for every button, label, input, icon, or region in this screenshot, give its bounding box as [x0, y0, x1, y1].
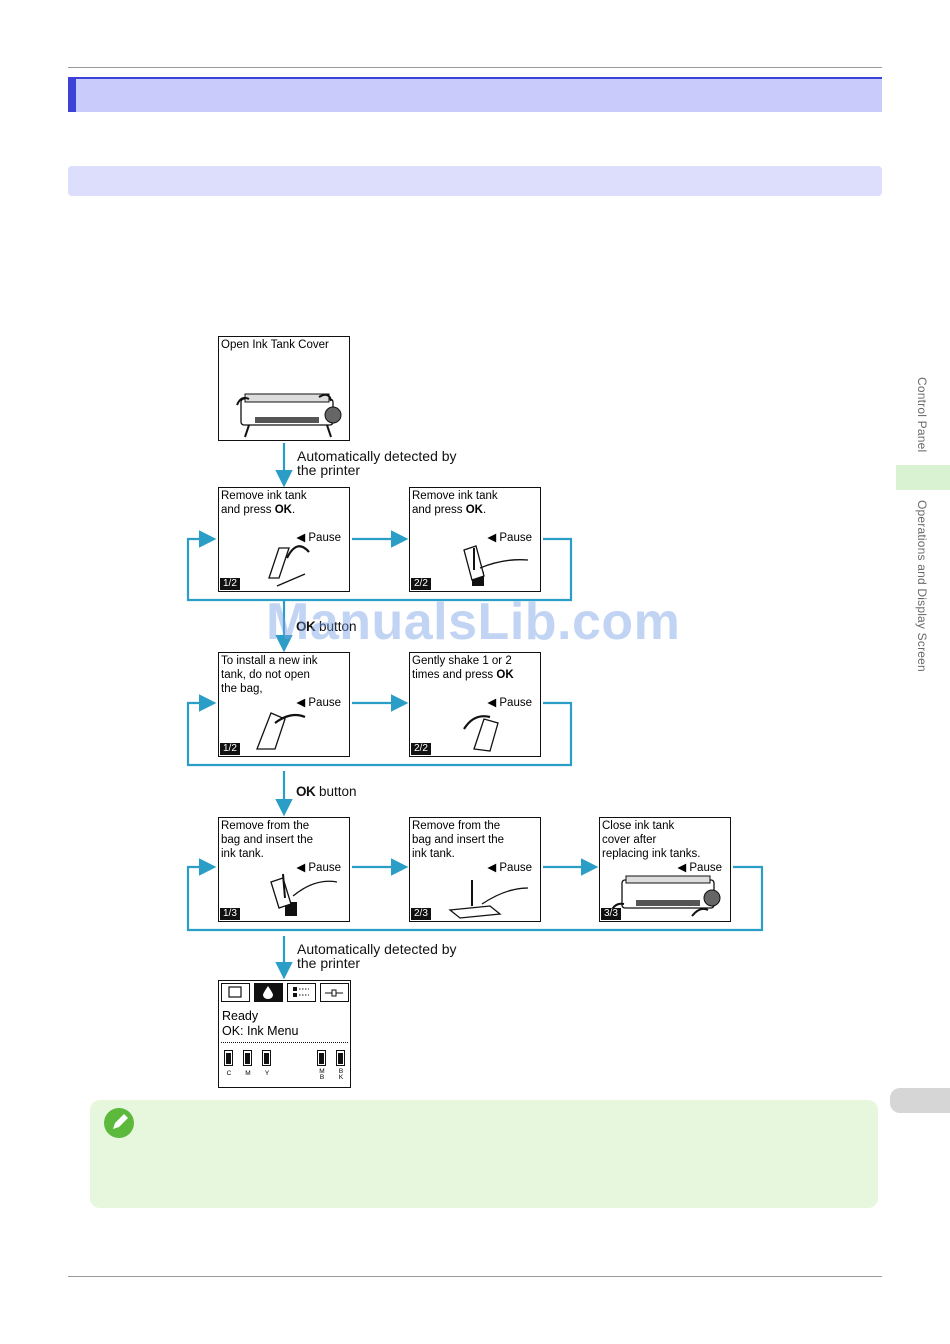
pause-label: ◀ Pause [296, 532, 341, 544]
ink-label-y: Y [264, 1070, 270, 1077]
dotted-divider [221, 1042, 348, 1043]
ok-text: OK [296, 619, 316, 634]
top-rule [68, 67, 882, 68]
screen-remove-tank-1: Remove ink tank and press OK. ◀ Pause 1/… [218, 487, 350, 592]
screen-close-cover-3: Close ink tank cover after replacing ink… [599, 817, 731, 922]
job-tab[interactable] [287, 983, 316, 1002]
printer-illustration [609, 875, 721, 917]
printer-illustration [236, 393, 342, 438]
screen-shake-2: Gently shake 1 or 2 times and press OK ◀… [409, 652, 541, 757]
ink-tab[interactable] [254, 983, 283, 1002]
ink-label-bk: B K [338, 1068, 344, 1081]
screen-text-main: Gently shake 1 or 2 times and press [412, 655, 512, 681]
pause-label: ◀ Pause [296, 862, 341, 874]
ink-level-y [262, 1050, 271, 1066]
ink-label-c: C [226, 1070, 232, 1077]
ink-level-bk [336, 1050, 345, 1066]
insert-illustration [448, 880, 529, 919]
screen-insert-tank-1: Remove from the bag and insert the ink t… [218, 817, 350, 922]
screen-text-tail: . [482, 504, 487, 516]
auto-detect-label: Automatically detected by the printer [297, 448, 457, 478]
page-indicator: 1/2 [220, 578, 240, 590]
page-indicator: 2/2 [411, 578, 431, 590]
ink-level-c [224, 1050, 233, 1066]
screen-text: Remove ink tank and press OK. [412, 489, 498, 517]
side-tab-control-panel[interactable]: Control Panel [915, 377, 929, 453]
shake-illustration [463, 715, 499, 752]
ok-text: OK [296, 784, 316, 799]
settings-tab[interactable] [320, 983, 349, 1002]
screen-insert-tank-2: Remove from the bag and insert the ink t… [409, 817, 541, 922]
pause-label: ◀ Pause [296, 697, 341, 709]
note-pencil-icon [104, 1108, 134, 1138]
paper-tab[interactable] [221, 983, 250, 1002]
pause-label: ◀ Pause [487, 532, 532, 544]
screen-text: Remove from the bag and insert the ink t… [412, 820, 505, 860]
status-ok-menu: OK: Ink Menu [222, 1024, 299, 1038]
page-indicator: 3/3 [601, 908, 621, 920]
side-tab-index[interactable] [890, 1088, 950, 1113]
screen-text-bold: OK [274, 504, 292, 516]
paper-icon [228, 986, 242, 998]
screen-text-main: Remove ink tank and press [412, 490, 498, 516]
subsection-heading-bar [68, 166, 882, 196]
ok-button-label: OK button [296, 784, 357, 799]
side-tab-active-marker [896, 465, 950, 490]
screen-install-new-1: To install a new ink tank, do not open t… [218, 652, 350, 757]
bottom-rule [68, 1276, 882, 1277]
screen-open-cover: Open Ink Tank Cover [218, 336, 350, 441]
status-ready: Ready [222, 1009, 259, 1023]
page-indicator: 2/2 [411, 743, 431, 755]
screen-text-main: Remove ink tank and press [221, 490, 307, 516]
screen-remove-tank-2: Remove ink tank and press OK. ◀ Pause 2/… [409, 487, 541, 592]
ok-button-label: OK button [296, 619, 357, 634]
button-text: button [315, 784, 357, 799]
section-heading-bar [68, 77, 882, 112]
watermark: ManualsLib.com [266, 593, 681, 651]
settings-icon [325, 989, 343, 997]
tank-remove-illustration [268, 545, 310, 587]
screen-text: Close ink tank cover after replacing ink… [602, 820, 701, 860]
ink-label-m: M [245, 1070, 251, 1077]
screen-text: Remove ink tank and press OK. [221, 489, 307, 517]
screen-text-bold: OK [465, 504, 483, 516]
screen-text: Remove from the bag and insert the ink t… [221, 820, 314, 860]
heading-accent [68, 79, 76, 112]
auto-detect-label: Automatically detected by the printer [297, 941, 457, 971]
ink-level-mbk [317, 1050, 326, 1066]
job-list-icon [293, 987, 309, 997]
bag-illustration [256, 712, 306, 750]
pause-label: ◀ Pause [487, 862, 532, 874]
screen-text: Gently shake 1 or 2 times and press OK [412, 654, 514, 682]
screen-text-bold: OK [496, 669, 514, 681]
side-tab-operations[interactable]: Operations and Display Screen [915, 500, 929, 672]
screen-ready: Ready OK: Ink Menu C M Y M B B K [218, 980, 351, 1088]
pause-label: ◀ Pause [487, 697, 532, 709]
screen-text: To install a new ink tank, do not open t… [221, 655, 318, 695]
page-indicator: 1/2 [220, 743, 240, 755]
page-indicator: 2/3 [411, 908, 431, 920]
status-text: Ready OK: Ink Menu [222, 1009, 298, 1039]
ink-drop-icon [263, 986, 273, 999]
ink-level-m [243, 1050, 252, 1066]
note-box [90, 1100, 878, 1208]
screen-text: Open Ink Tank Cover [221, 339, 329, 351]
screen-tab-bar [220, 982, 349, 1004]
ink-label-mbk: M B [319, 1068, 325, 1081]
hand-pull-illustration [463, 545, 529, 586]
pause-label: ◀ Pause [677, 862, 722, 874]
screen-text-tail: . [291, 504, 296, 516]
page-indicator: 1/3 [220, 908, 240, 920]
button-text: button [315, 619, 357, 634]
insert-illustration [270, 873, 338, 916]
